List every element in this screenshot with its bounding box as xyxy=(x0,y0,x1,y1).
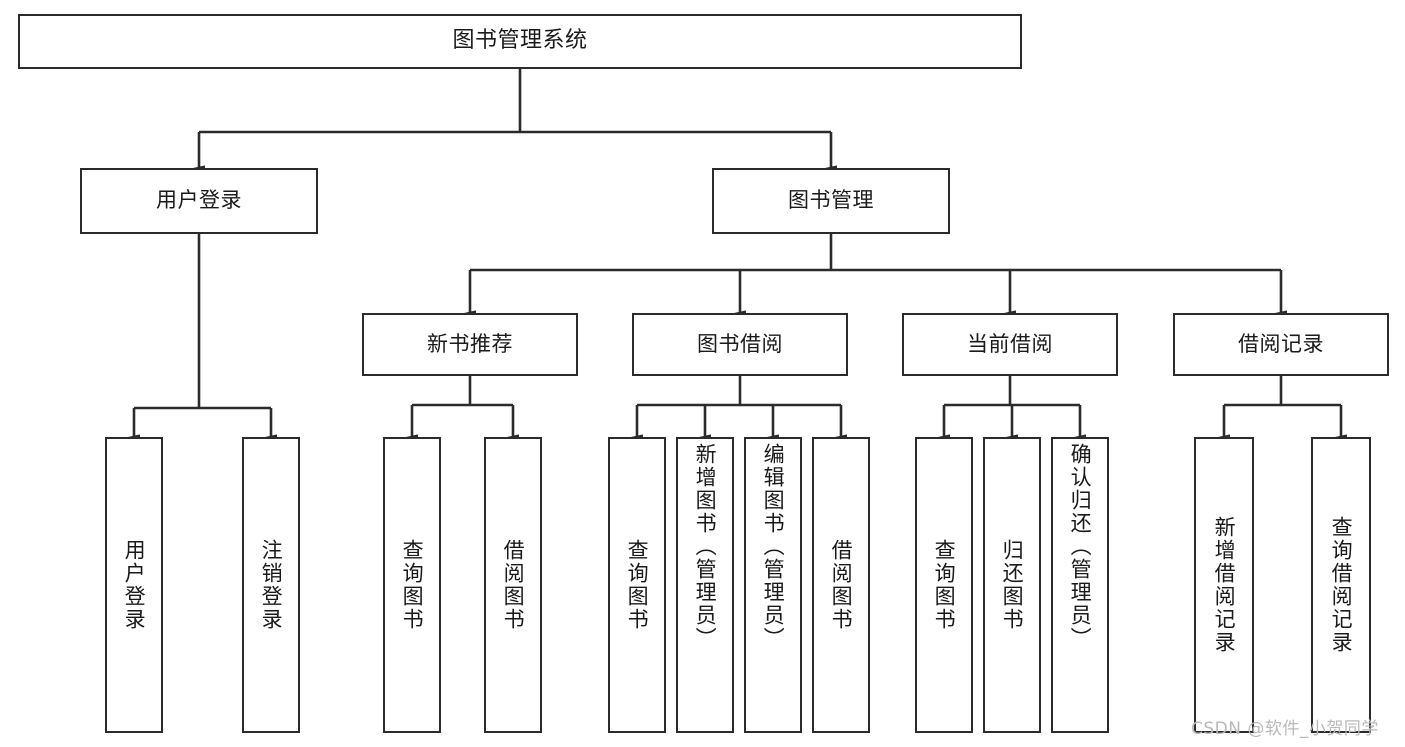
node-book-manage[interactable]: 图书管理 xyxy=(712,168,950,234)
node-root[interactable]: 图书管理系统 xyxy=(18,14,1022,69)
leaf-user-logout[interactable]: 注销登录 xyxy=(242,437,300,733)
node-new-book-rec[interactable]: 新书推荐 xyxy=(362,313,578,376)
node-user-login[interactable]: 用户登录 xyxy=(80,168,318,234)
leaf-query-book-1-label: 查询图书 xyxy=(400,539,425,631)
node-book-borrow[interactable]: 图书借阅 xyxy=(632,313,848,376)
leaf-return-book[interactable]: 归还图书 xyxy=(983,437,1041,733)
leaf-borrow-book-2[interactable]: 借阅图书 xyxy=(812,437,870,733)
leaf-query-record-label: 查询借阅记录 xyxy=(1329,516,1354,654)
node-new-book-rec-label: 新书推荐 xyxy=(427,331,513,356)
leaf-user-login-label: 用户登录 xyxy=(122,539,147,631)
node-current-borrow[interactable]: 当前借阅 xyxy=(902,313,1118,376)
leaf-confirm-return[interactable]: 确认归还（管理员） xyxy=(1051,437,1109,733)
leaf-edit-book[interactable]: 编辑图书（管理员） xyxy=(744,437,802,733)
node-root-label: 图书管理系统 xyxy=(452,28,588,54)
node-current-borrow-label: 当前借阅 xyxy=(967,331,1053,356)
leaf-add-record[interactable]: 新增借阅记录 xyxy=(1194,437,1254,733)
leaf-user-logout-label: 注销登录 xyxy=(259,539,284,631)
leaf-query-book-2[interactable]: 查询图书 xyxy=(608,437,666,733)
node-book-borrow-label: 图书借阅 xyxy=(697,331,783,356)
leaf-add-book-label: 新增图书（管理员） xyxy=(693,443,718,650)
leaf-return-book-label: 归还图书 xyxy=(1000,539,1025,631)
node-borrow-record[interactable]: 借阅记录 xyxy=(1173,313,1389,376)
node-user-login-label: 用户登录 xyxy=(156,188,242,213)
leaf-query-record[interactable]: 查询借阅记录 xyxy=(1311,437,1371,733)
leaf-borrow-book-1[interactable]: 借阅图书 xyxy=(484,437,542,733)
leaf-add-book[interactable]: 新增图书（管理员） xyxy=(676,437,734,733)
leaf-query-book-3[interactable]: 查询图书 xyxy=(915,437,973,733)
leaf-user-login[interactable]: 用户登录 xyxy=(105,437,163,733)
leaf-query-book-1[interactable]: 查询图书 xyxy=(383,437,441,733)
watermark-text: CSDN @软件_小贺同学 xyxy=(1191,719,1379,739)
node-book-manage-label: 图书管理 xyxy=(788,188,874,213)
leaf-add-record-label: 新增借阅记录 xyxy=(1212,516,1237,654)
leaf-borrow-book-1-label: 借阅图书 xyxy=(501,539,526,631)
node-borrow-record-label: 借阅记录 xyxy=(1238,331,1324,356)
leaf-confirm-return-label: 确认归还（管理员） xyxy=(1068,443,1093,650)
leaf-edit-book-label: 编辑图书（管理员） xyxy=(761,443,786,650)
leaf-borrow-book-2-label: 借阅图书 xyxy=(829,539,854,631)
leaf-query-book-2-label: 查询图书 xyxy=(625,539,650,631)
leaf-query-book-3-label: 查询图书 xyxy=(932,539,957,631)
